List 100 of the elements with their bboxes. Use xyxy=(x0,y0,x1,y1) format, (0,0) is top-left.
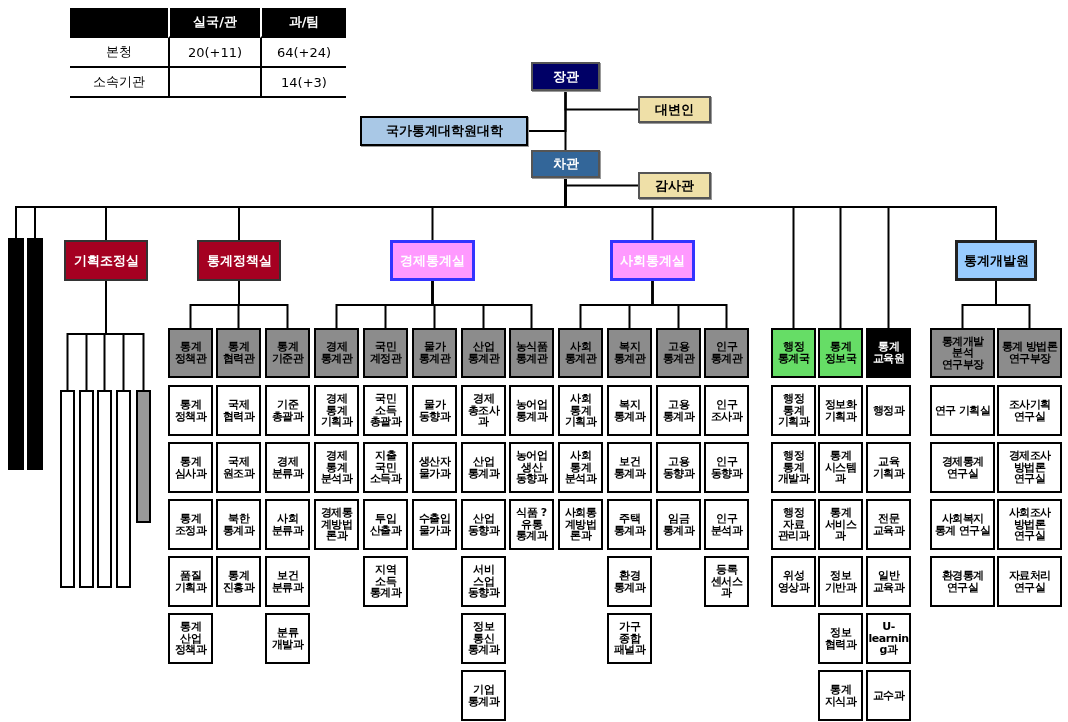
box-label: 농어업 생산 동향과 xyxy=(514,450,549,485)
division-box xyxy=(704,385,749,436)
box-label: 임금 통계과 xyxy=(661,512,696,537)
box-label: 인구 조사과 xyxy=(709,398,744,423)
box-label: 연구 기획실 xyxy=(934,404,991,417)
column-bar xyxy=(97,390,112,588)
box-label: 경제통계 연구실 xyxy=(940,455,985,480)
box-label: 고용 통계과 xyxy=(661,398,696,423)
division-box xyxy=(265,442,310,493)
column-bar xyxy=(60,390,75,588)
connector-line xyxy=(995,280,1031,329)
box-label: 통계 정보국 xyxy=(823,341,858,365)
division-box xyxy=(866,613,911,664)
division-box xyxy=(997,499,1062,550)
box-label: 교육 기획과 xyxy=(871,455,906,480)
box-label: 산업 통계과 xyxy=(466,455,501,480)
division-box xyxy=(930,442,995,493)
box-label: 대변인 xyxy=(655,102,694,117)
box-label: 농어업 통계과 xyxy=(514,398,549,423)
box-label: 국민 계정관 xyxy=(368,341,403,365)
connector-line xyxy=(238,280,289,329)
box-label: 경제통계방법론과 xyxy=(319,507,354,542)
box-label: 국가통계대학원대학 xyxy=(385,124,503,138)
division-box xyxy=(168,385,213,436)
box-label: 수출입 물가과 xyxy=(417,512,452,537)
box-label: 사회통계방법론과 xyxy=(563,507,598,542)
box-label: 통계 조정과 xyxy=(173,512,208,537)
box-label: 정보 기반과 xyxy=(823,569,858,594)
box-label: 산업 동향과 xyxy=(466,512,501,537)
box-label: 정보 협력과 xyxy=(823,626,858,651)
division-box xyxy=(314,499,359,550)
division-box xyxy=(607,442,652,493)
box-label: 경제 분류과 xyxy=(270,455,305,480)
box-label: 경제 통계 분석과 xyxy=(319,450,354,485)
box-label: 서비 스업 동향과 xyxy=(466,564,501,599)
division-box xyxy=(363,385,408,436)
division-box xyxy=(412,385,457,436)
box-label: 분류 개발과 xyxy=(270,626,305,651)
header-cell: 실국/관 xyxy=(168,8,260,38)
division-box xyxy=(363,499,408,550)
division-box xyxy=(656,385,701,436)
division-box xyxy=(216,385,261,436)
box-label: 보건 분류과 xyxy=(270,569,305,594)
bureau-box xyxy=(704,328,749,378)
division-box xyxy=(168,613,213,664)
column-bar xyxy=(27,238,43,470)
box-label: 기획조정실 xyxy=(73,253,139,268)
bureau-box xyxy=(509,328,554,378)
connector-line xyxy=(527,90,567,132)
box-label: 통계 교육원 xyxy=(871,341,906,365)
box-label: 행정 통계 기획과 xyxy=(776,393,811,428)
division-box xyxy=(997,442,1062,493)
connector-line xyxy=(651,280,728,329)
office-box xyxy=(638,96,711,123)
box-label: 경제 통계 기획과 xyxy=(319,393,354,428)
division-box xyxy=(314,442,359,493)
bureau-box xyxy=(930,328,995,378)
division-box xyxy=(168,499,213,550)
division-box xyxy=(216,499,261,550)
bureau-box xyxy=(558,328,603,378)
division-box xyxy=(558,499,603,550)
office-box xyxy=(64,240,148,281)
box-label: 경제 통계관 xyxy=(319,341,354,365)
division-box xyxy=(607,556,652,607)
box-label: 보건 통계과 xyxy=(612,455,647,480)
box-label: 통계개발원 xyxy=(963,253,1029,268)
box-label: 장관 xyxy=(552,69,579,84)
division-box xyxy=(461,670,506,721)
division-box xyxy=(866,499,911,550)
division-box xyxy=(656,442,701,493)
box-label: 통계 진흥과 xyxy=(221,569,256,594)
division-box xyxy=(866,385,911,436)
division-box xyxy=(997,385,1062,436)
box-label: 위성 영상과 xyxy=(776,569,811,594)
box-label: 주택 통계과 xyxy=(612,512,647,537)
office-box xyxy=(197,240,281,281)
division-box xyxy=(771,556,816,607)
division-box xyxy=(265,556,310,607)
box-label: 정보화 기획과 xyxy=(823,398,858,423)
office-box xyxy=(360,116,528,146)
header-cell: 과/팀 xyxy=(260,8,346,38)
connector-line xyxy=(431,280,533,329)
box-label: 전문 교육과 xyxy=(871,512,906,537)
box-label: 통계개발 분석 연구부장 xyxy=(940,335,985,371)
box-label: 통계 협력관 xyxy=(221,341,256,365)
division-box xyxy=(607,613,652,664)
bureau-box xyxy=(265,328,310,378)
division-box xyxy=(412,499,457,550)
division-box xyxy=(607,499,652,550)
division-box xyxy=(363,556,408,607)
office-box xyxy=(390,240,475,281)
box-label: 통계 서비스 과 xyxy=(823,507,858,542)
bureau-box xyxy=(168,328,213,378)
box-label: 기업 통계과 xyxy=(466,683,501,708)
column-bar xyxy=(136,390,151,523)
bureau-box xyxy=(363,328,408,378)
box-label: 환경 통계과 xyxy=(612,569,647,594)
division-box xyxy=(930,556,995,607)
division-box xyxy=(314,385,359,436)
box-label: 감사관 xyxy=(655,178,694,193)
